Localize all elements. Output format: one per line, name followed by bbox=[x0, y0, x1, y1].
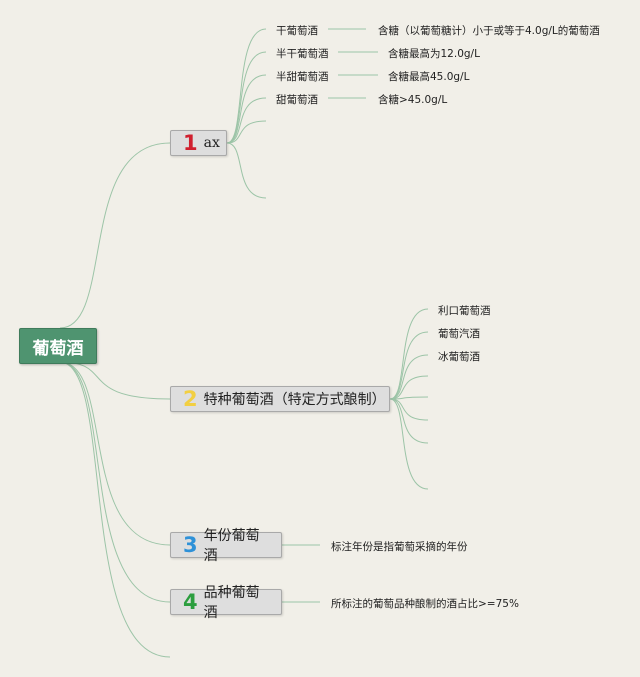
link-branch2-leaf-4 bbox=[389, 375, 429, 400]
branch-number-2: 2 bbox=[183, 386, 198, 411]
link-root-branch-1 bbox=[59, 142, 171, 329]
link-root-branch-3 bbox=[59, 361, 171, 546]
link-branch1-leaf-6 bbox=[226, 142, 267, 199]
link-root-branch-extra bbox=[59, 361, 171, 658]
link-branch2-leaf-8 bbox=[389, 398, 429, 490]
leaf-dry-wine[interactable]: 干葡萄酒 bbox=[276, 25, 318, 37]
branch-label-4: 品种葡萄酒 bbox=[203, 585, 260, 621]
link-branch2-leaf-1 bbox=[389, 308, 429, 400]
leaf-liqueur-wine[interactable]: 利口葡萄酒 bbox=[438, 305, 491, 317]
link-branch1-leaf-1 bbox=[226, 28, 267, 144]
leaf-vintage-note[interactable]: 标注年份是指葡萄采摘的年份 bbox=[331, 541, 468, 553]
branch-node-3[interactable]: 3 年份葡萄酒 bbox=[170, 528, 282, 564]
link-branch1-leaf-2 bbox=[226, 51, 267, 144]
note-semi-dry-wine: 含糖最高为12.0g/L bbox=[388, 48, 480, 60]
link-branch2-leaf-3 bbox=[389, 354, 429, 400]
branch-number-3: 3 bbox=[183, 532, 198, 557]
link-root-branch-4 bbox=[59, 361, 171, 603]
branch-label-1: ax bbox=[203, 135, 220, 151]
link-branch2-leaf-2 bbox=[389, 331, 429, 400]
branch-node-4[interactable]: 4 品种葡萄酒 bbox=[170, 585, 282, 621]
leaf-semi-sweet-wine[interactable]: 半甜葡萄酒 bbox=[276, 71, 329, 83]
leaf-varietal-note[interactable]: 所标注的葡萄品种酿制的酒占比>=75% bbox=[331, 598, 519, 610]
link-branch1-leaf-4 bbox=[226, 97, 267, 144]
leaf-semi-dry-wine[interactable]: 半干葡萄酒 bbox=[276, 48, 329, 60]
link-branch1-leaf-5 bbox=[226, 120, 267, 144]
branch-label-2: 特种葡萄酒（特定方式酿制） bbox=[203, 392, 386, 408]
branch-label-3: 年份葡萄酒 bbox=[203, 528, 260, 564]
link-branch2-leaf-5 bbox=[389, 396, 429, 400]
leaf-sparkling-wine[interactable]: 葡萄汽酒 bbox=[438, 328, 480, 340]
branch-node-1[interactable]: 1 ax bbox=[170, 130, 227, 156]
link-root-branch-2 bbox=[59, 361, 171, 400]
branch-number-1: 1 bbox=[183, 130, 198, 155]
branch-number-4: 4 bbox=[183, 589, 198, 614]
root-node[interactable]: 葡萄酒 bbox=[19, 328, 97, 364]
link-branch1-leaf-3 bbox=[226, 74, 267, 144]
root-node-label: 葡萄酒 bbox=[32, 338, 84, 359]
note-dry-wine: 含糖（以葡萄糖计）小于或等于4.0g/L的葡萄酒 bbox=[378, 25, 600, 37]
note-semi-sweet-wine: 含糖最高45.0g/L bbox=[388, 71, 470, 83]
link-branch2-leaf-7 bbox=[389, 398, 429, 444]
note-sweet-wine: 含糖>45.0g/L bbox=[378, 94, 448, 106]
leaf-sweet-wine[interactable]: 甜葡萄酒 bbox=[276, 94, 318, 106]
leaf-ice-wine[interactable]: 冰葡萄酒 bbox=[438, 351, 480, 363]
branch-node-2[interactable]: 2 特种葡萄酒（特定方式酿制） bbox=[170, 386, 390, 412]
